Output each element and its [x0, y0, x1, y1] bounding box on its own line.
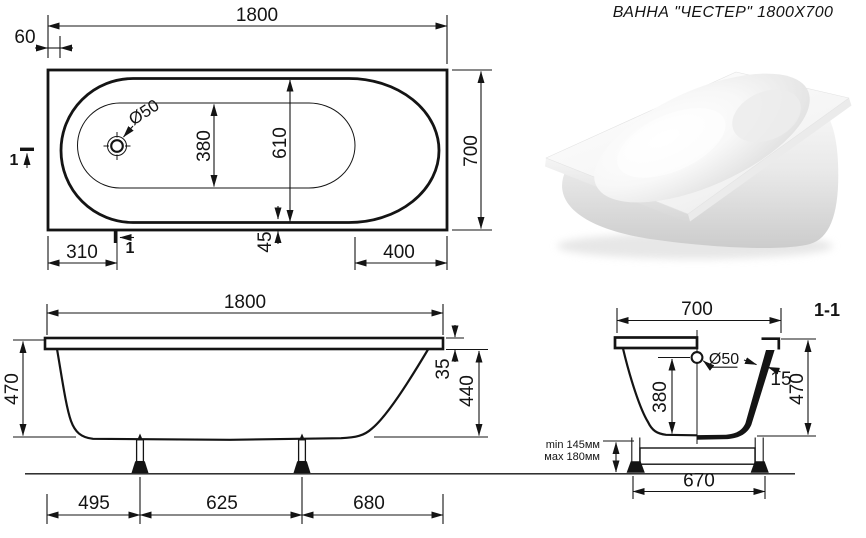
tub-photo	[545, 71, 852, 259]
section-drain	[690, 351, 738, 371]
svg-text:610: 610	[270, 127, 291, 159]
section-support-frame	[626, 437, 769, 473]
section-cut-wall	[697, 350, 775, 440]
section-dim-670: 670	[632, 471, 766, 499]
svg-text:1: 1	[10, 152, 19, 169]
plan-bottom-outline	[77, 102, 356, 189]
section-label: 1-1	[814, 300, 840, 320]
svg-text:310: 310	[66, 242, 98, 263]
plan-dim-1800: 1800	[47, 5, 448, 64]
section-dim-380: 380	[650, 356, 690, 434]
svg-text:680: 680	[353, 493, 385, 514]
plan-dim-700: 700	[452, 69, 492, 231]
section-marker-bottom: 1	[113, 231, 135, 257]
svg-text:495: 495	[78, 493, 110, 514]
svg-text:min 145мм: min 145мм	[546, 439, 600, 451]
svg-text:670: 670	[683, 471, 715, 492]
svg-text:35: 35	[433, 358, 454, 379]
plan-dim-400: 400	[354, 236, 448, 270]
plan-view: Ø50 1800 60 700 610	[10, 5, 492, 270]
front-dim-440: 440	[374, 348, 488, 438]
plan-rim	[59, 77, 441, 224]
front-leg-right	[293, 433, 311, 473]
section-left-wall	[621, 348, 698, 437]
svg-text:700: 700	[681, 299, 713, 320]
svg-text:мах 180мм: мах 180мм	[544, 451, 600, 463]
section-rim-right-flange	[761, 337, 781, 350]
svg-text:380: 380	[194, 130, 215, 162]
front-view: 1800 470 35 440	[2, 292, 488, 524]
svg-text:625: 625	[206, 493, 238, 514]
section-marker-left: 1	[10, 147, 34, 169]
svg-text:380: 380	[650, 381, 671, 413]
plan-dim-45: 45	[255, 206, 282, 253]
front-dim-1800: 1800	[46, 292, 444, 335]
drawing-title: ВАННА "ЧЕСТЕР" 1800X700	[613, 4, 834, 21]
svg-text:470: 470	[2, 373, 23, 405]
svg-text:1: 1	[126, 240, 135, 257]
section-dim-470: 470	[757, 338, 816, 437]
front-dim-chain: 495 625 680	[46, 477, 444, 524]
svg-text:15: 15	[770, 369, 791, 390]
section-dim-leg-height: min 145мм мах 180мм	[544, 439, 634, 473]
front-dim-470: 470	[2, 339, 76, 438]
plan-dim-380: 380	[194, 104, 218, 187]
plan-dim-310: 310	[47, 230, 118, 270]
svg-text:400: 400	[383, 242, 415, 263]
section-dim-15: 15	[743, 357, 792, 390]
plan-drain	[103, 125, 134, 160]
svg-text:1800: 1800	[236, 5, 278, 26]
plan-outer-rect	[46, 68, 449, 232]
section-dim-700: 700	[616, 299, 782, 333]
svg-text:700: 700	[461, 135, 482, 167]
svg-text:470: 470	[787, 373, 808, 405]
tub-photo-basin-highlight	[617, 108, 726, 178]
svg-text:60: 60	[14, 27, 35, 48]
front-rim	[43, 336, 445, 351]
svg-text:1800: 1800	[224, 292, 266, 313]
svg-text:440: 440	[457, 375, 478, 407]
tub-photo-deck-edge-right	[688, 98, 852, 222]
tub-photo-basin-shade	[732, 89, 801, 143]
section-view: 1-1 700 Ø50 380 15	[544, 299, 840, 499]
section-drain-label: Ø50	[709, 351, 739, 368]
front-leg-left	[131, 433, 149, 473]
plan-dim-60: 60	[14, 27, 73, 58]
svg-text:45: 45	[255, 231, 276, 252]
front-body-outline	[55, 348, 429, 441]
section-rim-left	[613, 336, 699, 350]
front-dim-35: 35	[433, 325, 464, 380]
plan-dim-610: 610	[270, 79, 294, 222]
